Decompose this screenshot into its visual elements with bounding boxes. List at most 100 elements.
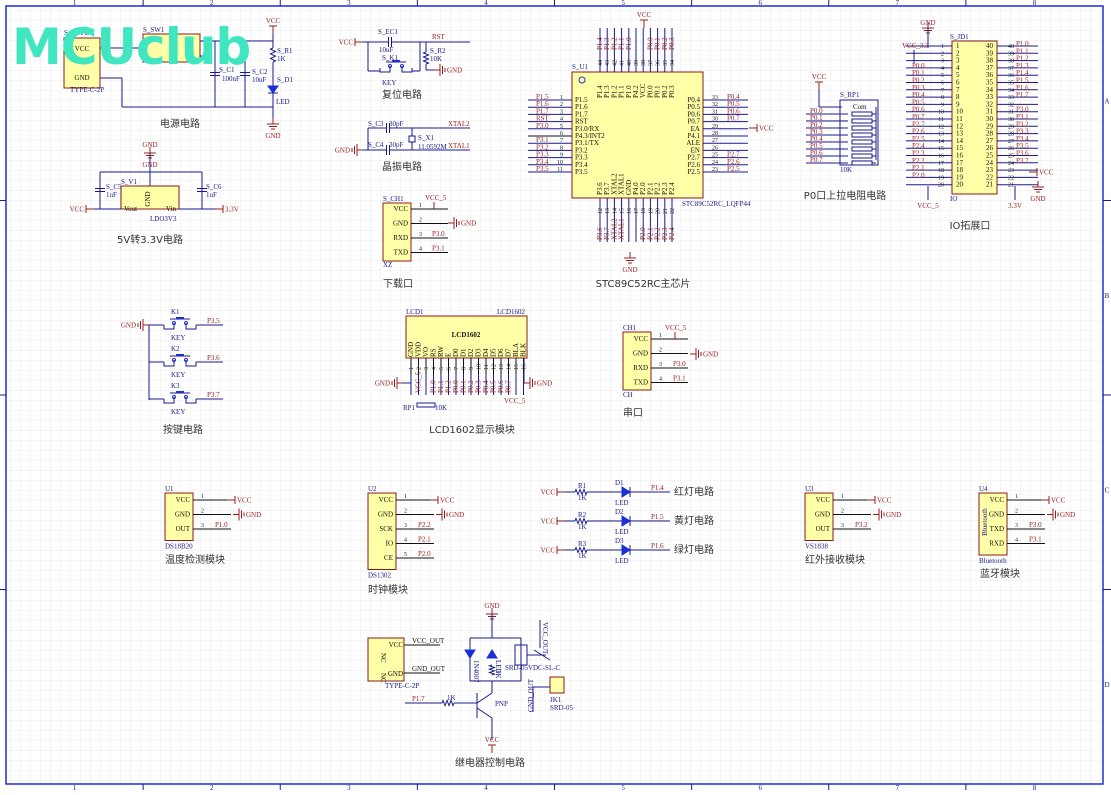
- pin-number: 18: [938, 168, 944, 174]
- net-label: P0.5: [912, 98, 925, 106]
- pin-name: 40: [986, 42, 994, 50]
- net-label: P0.4: [810, 135, 823, 143]
- circuit-title: 黄灯电路: [674, 514, 714, 527]
- pin-number: 5: [941, 73, 944, 79]
- pin-name: P1.4: [596, 85, 604, 98]
- net-label: P1.7: [412, 695, 425, 703]
- pin-number: 31: [712, 109, 718, 115]
- pin-name: D0: [452, 348, 460, 357]
- value: 10K: [430, 55, 442, 63]
- pin-name: EA: [691, 125, 700, 133]
- gnd-label: GND: [121, 322, 136, 330]
- net-label: P3.3: [1016, 128, 1029, 136]
- pin-name: 15: [956, 144, 964, 152]
- pin-name: P1.3: [603, 85, 611, 98]
- part-name: TYPE-C-2P: [385, 682, 419, 690]
- pin-name: BLK: [520, 343, 528, 357]
- net-label: P3.7: [603, 227, 611, 240]
- circuit-title: IO拓展口: [950, 220, 991, 232]
- pin1-marker: [578, 76, 586, 84]
- net-label: P0.0: [646, 37, 654, 50]
- pin-name: 25: [986, 152, 994, 160]
- pin-name: P1.7: [575, 110, 588, 118]
- net-label: P0.4: [482, 380, 490, 393]
- pin-number: 10: [557, 160, 563, 166]
- column-label: 2: [210, 784, 214, 790]
- net-label: P1.1: [437, 380, 445, 393]
- value: 10uF: [252, 76, 267, 84]
- pin-name: XTAL1: [618, 173, 626, 195]
- net-label: P0.2: [467, 380, 475, 393]
- resistor: [269, 47, 277, 63]
- pin-number: 22: [670, 208, 676, 214]
- pin-number: 3: [201, 523, 204, 529]
- row-label: C: [1105, 486, 1110, 494]
- relay-label: SRD-05VDC-SL-C: [505, 664, 561, 672]
- key-cap: [176, 391, 184, 393]
- vcc-label: VCC: [70, 206, 85, 214]
- gnd-label: GND: [1030, 195, 1045, 203]
- pin-name: P1.2: [610, 85, 618, 98]
- net-label: P3.2: [536, 143, 549, 151]
- net-label: P2.4: [668, 227, 676, 240]
- pin-number: 3: [424, 367, 430, 370]
- pin-name: D4: [482, 348, 490, 357]
- pin-number: 4: [941, 66, 944, 72]
- pin-number: 1: [560, 95, 563, 101]
- net-label: P1.5: [1016, 77, 1029, 85]
- pin-number: 1: [1015, 494, 1018, 500]
- net-label: P0.2: [810, 121, 823, 129]
- net-label: P1.0: [625, 37, 633, 50]
- pin-number: 25: [712, 153, 718, 159]
- vcc-label: VCC: [759, 125, 774, 133]
- column-label: 1: [73, 784, 77, 790]
- pin-name: E: [445, 353, 453, 357]
- pin-number: 19: [938, 175, 944, 181]
- net-label: P0.3: [810, 128, 823, 136]
- net-label: P1.3: [1016, 62, 1029, 70]
- component-body: [367, 492, 397, 570]
- net-label: P3.1: [673, 375, 686, 383]
- module-label: Bluetooth: [981, 508, 989, 536]
- pin-number: 36: [656, 60, 662, 66]
- column-label: 5: [621, 784, 625, 790]
- pin-number: 14: [938, 139, 944, 145]
- pin-name: 32: [986, 100, 994, 108]
- designator: U3: [805, 485, 814, 493]
- column-label: 5: [621, 0, 625, 7]
- gnd-label: GND: [335, 147, 350, 155]
- net-label: P2.3: [661, 227, 669, 240]
- circuit-title: 晶振电路: [382, 160, 422, 173]
- wire: [476, 692, 493, 704]
- pin-number: 9: [941, 102, 944, 108]
- pin-number: 26: [712, 145, 718, 151]
- pin-number: 36: [1008, 73, 1014, 79]
- pin-number: 8: [560, 145, 563, 151]
- pin-number: 26: [1008, 146, 1014, 152]
- value: KEY: [382, 79, 396, 87]
- pin-name: P3.6: [596, 182, 604, 195]
- vcc-label: VCC: [541, 518, 556, 526]
- pin-number: 38: [641, 60, 647, 66]
- pin-name: VCC: [176, 496, 191, 504]
- vcc-label: VCC: [339, 39, 354, 47]
- component-body: [622, 331, 652, 391]
- pin-name: P2.6: [687, 161, 700, 169]
- pin-name: 19: [956, 173, 964, 181]
- designator: CH1: [623, 324, 637, 332]
- column-label: 8: [1033, 0, 1037, 7]
- column-label: 6: [758, 0, 762, 7]
- pin-name: TXD: [634, 379, 648, 387]
- pin-number: 4: [560, 117, 563, 123]
- designator: S_R2: [430, 47, 446, 55]
- designator: JK1: [550, 696, 562, 704]
- pin-name: D5: [490, 348, 498, 357]
- part-name: LDO3V3: [150, 215, 177, 223]
- value: 1uF: [206, 191, 217, 199]
- pin-number: 14: [507, 364, 513, 370]
- net-label: GND_OUT: [412, 665, 446, 673]
- pin-number: 15: [620, 208, 626, 214]
